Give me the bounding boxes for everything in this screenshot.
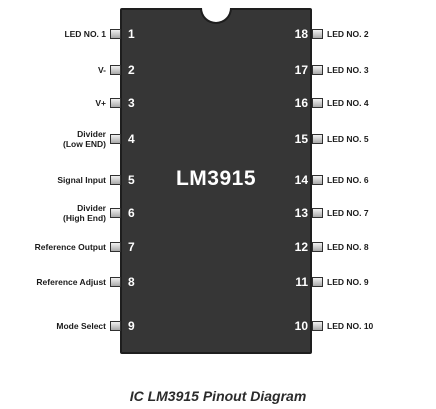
pin-3-number: 3 xyxy=(128,96,135,110)
pin-12-lead xyxy=(312,242,323,252)
pin-6-label-line: (High End) xyxy=(63,213,106,223)
pin-11-label: LED NO. 9 xyxy=(327,277,369,287)
pin-17-label-line: LED NO. 3 xyxy=(327,65,369,75)
pin-7-label: Reference Output xyxy=(35,242,106,252)
pin-4-lead xyxy=(110,134,121,144)
pin-3-lead xyxy=(110,98,121,108)
pin-4-label: Divider(Low END) xyxy=(63,129,106,149)
pin-5-label: Signal Input xyxy=(57,175,106,185)
pin-18-label-line: LED NO. 2 xyxy=(327,29,369,39)
pin-17-label: LED NO. 3 xyxy=(327,65,369,75)
pin-6-number: 6 xyxy=(128,206,135,220)
pin-9-label-line: Mode Select xyxy=(56,321,106,331)
pin-1-label: LED NO. 1 xyxy=(64,29,106,39)
pin-16-label: LED NO. 4 xyxy=(327,98,369,108)
pin-15-number: 15 xyxy=(294,132,308,146)
pin-12-label-line: LED NO. 8 xyxy=(327,242,369,252)
pin-4-label-line: Divider xyxy=(77,129,106,139)
pin-2-label-line: V- xyxy=(97,65,106,75)
pin-6-lead xyxy=(110,208,121,218)
pin-13-label-line: LED NO. 7 xyxy=(327,208,369,218)
pin-2-lead xyxy=(110,65,121,75)
pin-1-label-line: LED NO. 1 xyxy=(64,29,106,39)
pin-14-label: LED NO. 6 xyxy=(327,175,369,185)
pin-8-label: Reference Adjust xyxy=(36,277,106,287)
pin-14-lead xyxy=(312,175,323,185)
ic-body xyxy=(120,8,312,354)
pin-5-label-line: Signal Input xyxy=(57,175,106,185)
pin-16-lead xyxy=(312,98,323,108)
pin-11-lead xyxy=(312,277,323,287)
pin-9-label: Mode Select xyxy=(56,321,106,331)
pin-10-lead xyxy=(312,321,323,331)
pin-11-number: 11 xyxy=(295,275,308,289)
pin-16-label-line: LED NO. 4 xyxy=(327,98,369,108)
pin-7-number: 7 xyxy=(128,240,135,254)
pin-17-number: 17 xyxy=(294,63,308,77)
pin-8-label-line: Reference Adjust xyxy=(36,277,106,287)
pin-15-label-line: LED NO. 5 xyxy=(327,134,369,144)
pin-13-lead xyxy=(312,208,323,218)
pin-18-number: 18 xyxy=(294,27,308,41)
pin-8-lead xyxy=(110,277,121,287)
pin-17-lead xyxy=(312,65,323,75)
pin-5-number: 5 xyxy=(128,173,135,187)
pin-14-number: 14 xyxy=(294,173,308,187)
pin-12-number: 12 xyxy=(294,240,308,254)
pin-18-label: LED NO. 2 xyxy=(327,29,369,39)
pin-12-label: LED NO. 8 xyxy=(327,242,369,252)
pin-15-lead xyxy=(312,134,323,144)
pin-10-label: LED NO. 10 xyxy=(327,321,373,331)
pin-4-label-line: (Low END) xyxy=(63,139,106,149)
pin-9-number: 9 xyxy=(128,319,135,333)
pin-6-label: Divider(High End) xyxy=(63,203,106,223)
pin-7-lead xyxy=(110,242,121,252)
diagram-caption: IC LM3915 Pinout Diagram xyxy=(129,388,307,404)
pin-1-lead xyxy=(110,29,121,39)
pin-3-label: V+ xyxy=(95,98,106,108)
pin-15-label: LED NO. 5 xyxy=(327,134,369,144)
pin-8-number: 8 xyxy=(128,275,135,289)
pin-10-number: 10 xyxy=(294,319,308,333)
pin-2-number: 2 xyxy=(128,63,135,77)
pin-2-label: V- xyxy=(98,65,106,75)
chip-name: LM3915 xyxy=(175,167,257,190)
pin-4-number: 4 xyxy=(128,132,135,146)
pin-10-label-line: LED NO. 10 xyxy=(327,321,374,331)
pin-1-number: 1 xyxy=(128,27,135,41)
pin-11-label-line: LED NO. 9 xyxy=(327,277,369,287)
pin-6-label-line: Divider xyxy=(77,203,106,213)
pin-18-lead xyxy=(312,29,323,39)
pin-3-label-line: V+ xyxy=(95,98,106,108)
pin-16-number: 16 xyxy=(294,96,308,110)
pin-9-lead xyxy=(110,321,121,331)
pin-13-label: LED NO. 7 xyxy=(327,208,369,218)
pin-5-lead xyxy=(110,175,121,185)
pin-7-label-line: Reference Output xyxy=(34,242,106,252)
pin-13-number: 13 xyxy=(294,206,308,220)
pin-14-label-line: LED NO. 6 xyxy=(327,175,369,185)
